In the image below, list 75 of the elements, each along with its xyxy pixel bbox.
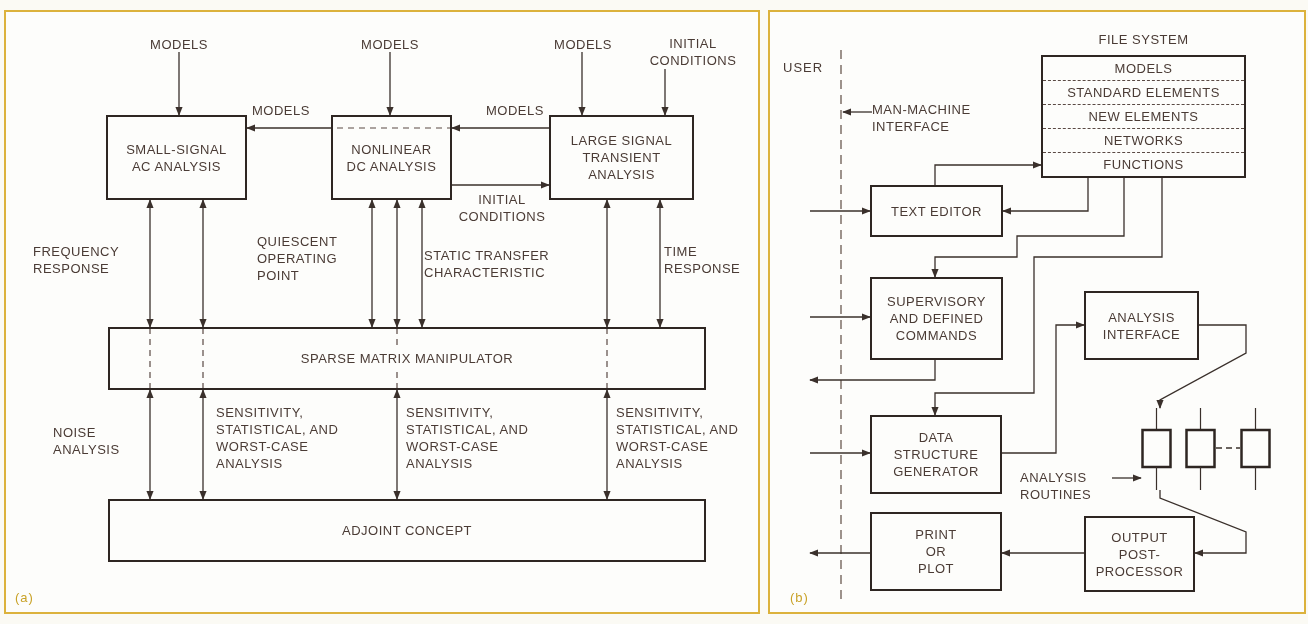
input-label: INITIAL CONDITIONS	[630, 35, 756, 69]
edge-label: NOISE ANALYSIS	[53, 424, 121, 458]
edge-label: STATIC TRANSFER CHARACTERISTIC	[424, 247, 551, 281]
arrow	[809, 549, 871, 557]
double-arrow	[393, 199, 401, 328]
arrow	[1002, 177, 1089, 215]
arrow	[934, 161, 1042, 186]
panel-label: (b)	[790, 589, 809, 607]
arrow	[175, 51, 183, 116]
callout-text: MAN-MACHINE INTERFACE	[872, 100, 1002, 136]
edge-label: QUIESCENT OPERATING POINT	[257, 233, 339, 284]
arrow	[931, 177, 1163, 416]
edge-label: MODELS	[486, 102, 545, 119]
table-row-text: MODELS	[1114, 59, 1173, 78]
process-box: TEXT EDITOR	[870, 185, 1003, 237]
process-box: SPARSE MATRIX MANIPULATOR	[108, 327, 706, 390]
table-row-text: STANDARD ELEMENTS	[1067, 83, 1220, 102]
arrow	[809, 449, 871, 457]
arrow	[1111, 474, 1142, 482]
arrow	[661, 68, 669, 116]
process-box: SUPERVISORY AND DEFINED COMMANDS	[870, 277, 1003, 360]
connector-line	[1215, 447, 1241, 449]
double-arrow	[199, 389, 207, 500]
table-row-text: NEW ELEMENTS	[1088, 107, 1199, 126]
arrow	[386, 51, 394, 116]
input-label: MODELS	[359, 36, 421, 52]
side-label: USER	[783, 59, 824, 77]
table-heading: FILE SYSTEM	[1097, 31, 1190, 49]
double-arrow	[146, 389, 154, 500]
process-box: LARGE SIGNAL TRANSIENT ANALYSIS	[549, 115, 694, 200]
double-arrow	[603, 199, 611, 328]
arrow	[931, 177, 1125, 278]
process-box: DATA STRUCTURE GENERATOR	[870, 415, 1002, 494]
process-box: ADJOINT CONCEPT	[108, 499, 706, 562]
arrow	[451, 124, 550, 132]
routine-box	[1141, 408, 1172, 490]
arrow	[1001, 321, 1085, 454]
double-arrow	[393, 389, 401, 500]
edge-label: INITIAL CONDITIONS	[457, 191, 547, 225]
process-box: SMALL-SIGNAL AC ANALYSIS	[106, 115, 247, 200]
double-arrow	[146, 199, 154, 328]
edge-label: MODELS	[252, 102, 311, 119]
edge-label: SENSITIVITY, STATISTICAL, AND WORST-CASE ANALYSIS	[216, 404, 340, 472]
arrow	[809, 313, 871, 321]
arrow	[451, 181, 550, 189]
arrow	[1001, 549, 1085, 557]
process-box: OUTPUT POST-PROCESSOR	[1084, 516, 1195, 592]
input-label: MODELS	[552, 36, 614, 52]
double-arrow	[368, 199, 376, 328]
process-box: ANALYSIS INTERFACE	[1084, 291, 1199, 360]
process-box: NONLINEAR DC ANALYSIS	[331, 115, 452, 200]
double-arrow	[656, 199, 664, 328]
double-arrow	[418, 199, 426, 328]
process-box: PRINT OR PLOT	[870, 512, 1002, 591]
edge-label: FREQUENCY RESPONSE	[33, 243, 120, 277]
panel-label: (a)	[15, 589, 34, 607]
routine-box	[1185, 408, 1216, 490]
arrow	[842, 108, 873, 116]
routine-box	[1240, 408, 1271, 490]
edge-label: TIME RESPONSE	[664, 243, 742, 277]
input-label: MODELS	[148, 36, 210, 52]
arrow	[809, 359, 936, 384]
double-arrow	[603, 389, 611, 500]
arrow	[809, 207, 871, 215]
edge-label: SENSITIVITY, STATISTICAL, AND WORST-CASE ANALYSIS	[616, 404, 740, 472]
double-arrow	[199, 199, 207, 328]
callout-text: ANALYSIS ROUTINES	[1020, 466, 1112, 506]
file-system-table	[1041, 55, 1246, 178]
table-row-text: NETWORKS	[1103, 131, 1184, 150]
arrow	[1156, 324, 1247, 409]
arrow	[1159, 489, 1247, 557]
edge-label: SENSITIVITY, STATISTICAL, AND WORST-CASE ANALYSIS	[406, 404, 530, 472]
arrow	[578, 51, 586, 116]
arrow	[246, 124, 332, 132]
table-row-text: FUNCTIONS	[1103, 155, 1184, 174]
